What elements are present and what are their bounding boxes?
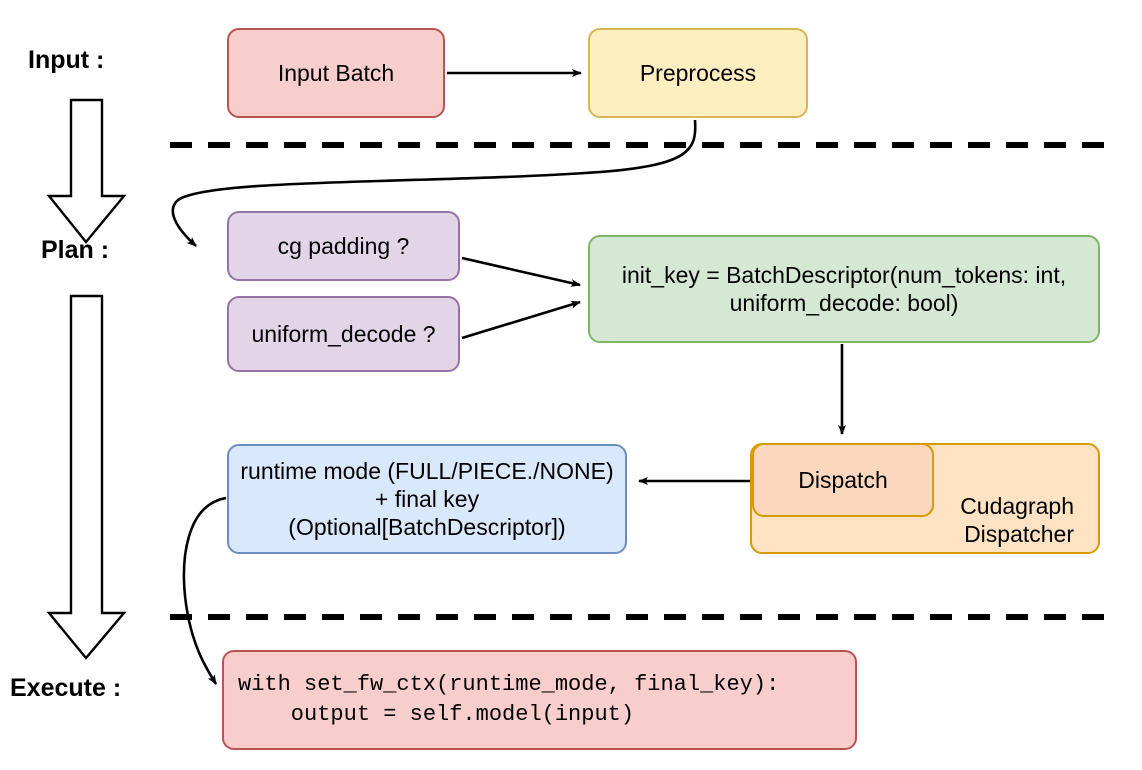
node-uniform-decode[interactable]: uniform_decode ? [227, 296, 460, 372]
node-cg-padding[interactable]: cg padding ? [227, 211, 460, 281]
node-runtime-mode[interactable]: runtime mode (FULL/PIECE./NONE) + final … [227, 444, 627, 554]
node-init-key-line1: init_key = BatchDescriptor(num_tokens: i… [621, 261, 1067, 288]
node-cg-padding-label: cg padding ? [277, 232, 410, 259]
stage-label-plan: Plan : [41, 236, 110, 264]
node-uniform-decode-label: uniform_decode ? [251, 320, 436, 347]
node-execute-code-line1: with set_fw_ctx(runtime_mode, final_key)… [238, 672, 780, 698]
stage-label-input: Input : [28, 46, 105, 74]
node-dispatch[interactable]: Dispatch [752, 443, 934, 517]
node-cudagraph-dispatcher-line2: Dispatcher [964, 520, 1074, 547]
node-input-batch-label: Input Batch [277, 59, 395, 86]
node-execute-code-line2: output = self.model(input) [238, 702, 635, 727]
arrow-uniform-decode-to-init-key [461, 300, 581, 340]
node-dispatch-label: Dispatch [798, 466, 888, 493]
node-execute-code[interactable]: with set_fw_ctx(runtime_mode, final_key)… [222, 650, 857, 750]
node-cudagraph-dispatcher-line1: Cudagraph [960, 492, 1074, 519]
plan-to-execute-block-arrow [46, 294, 127, 660]
arrow-cg-padding-to-init-key [461, 256, 581, 287]
node-runtime-mode-line2: + final key (Optional[BatchDescriptor]) [288, 485, 566, 541]
node-preprocess[interactable]: Preprocess [588, 28, 808, 118]
node-preprocess-label: Preprocess [639, 59, 757, 86]
node-init-key-line2: uniform_decode: bool) [729, 290, 959, 316]
node-init-key[interactable]: init_key = BatchDescriptor(num_tokens: i… [588, 235, 1100, 343]
node-input-batch[interactable]: Input Batch [227, 28, 445, 118]
arrow-runtime-mode-to-execute-code [182, 496, 227, 685]
stage-label-execute: Execute : [10, 674, 122, 702]
node-runtime-mode-line1: runtime mode (FULL/PIECE./NONE) [240, 457, 614, 484]
input-to-plan-block-arrow [46, 98, 127, 244]
